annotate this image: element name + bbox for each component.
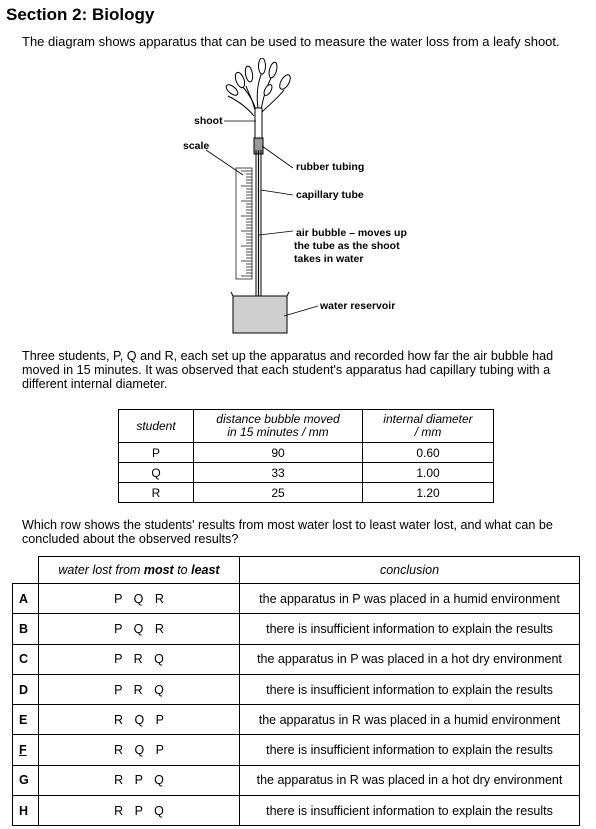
option-letter: A bbox=[12, 582, 39, 615]
label-water-reservoir: water reservoir bbox=[319, 300, 395, 312]
option-order: P R Q bbox=[38, 673, 240, 706]
header-diameter: internal diameter/ mm bbox=[362, 409, 494, 443]
header-conclusion: conclusion bbox=[239, 556, 580, 584]
label-rubber-tubing: rubber tubing bbox=[296, 161, 364, 173]
option-order: R P Q bbox=[38, 764, 240, 797]
header-water-lost: water lost from most to least bbox=[38, 556, 240, 584]
results-row: R 25 1.20 bbox=[118, 482, 494, 503]
header-most: most bbox=[143, 563, 174, 577]
header-distance-line-2: in 15 minutes / mm bbox=[227, 425, 329, 439]
scale-ruler bbox=[235, 167, 253, 280]
option-letter: F bbox=[12, 734, 39, 766]
option-conclusion: the apparatus in P was placed in a hot d… bbox=[239, 643, 580, 675]
option-conclusion: the apparatus in R was placed in a humid… bbox=[239, 704, 580, 736]
apparatus-diagram: shoot scale rubber tubing capillary tube… bbox=[183, 58, 407, 334]
results-row: P 90 0.60 bbox=[118, 442, 494, 463]
option-conclusion: there is insufficient information to exp… bbox=[239, 673, 580, 706]
label-lines bbox=[205, 120, 319, 317]
option-order: P Q R bbox=[38, 613, 240, 645]
header-diameter-line-2: / mm bbox=[414, 425, 442, 439]
option-order: P R Q bbox=[38, 643, 240, 675]
diameter-cell: 1.00 bbox=[362, 462, 494, 483]
distance-cell: 33 bbox=[193, 462, 363, 483]
option-order: R Q P bbox=[38, 734, 240, 766]
option-letter: D bbox=[12, 673, 39, 706]
student-cell: P bbox=[118, 442, 194, 463]
option-letter: H bbox=[12, 795, 39, 827]
option-order: P Q R bbox=[38, 582, 240, 615]
answer-options-table: water lost from most to least conclusion… bbox=[12, 556, 580, 827]
student-cell: R bbox=[118, 482, 194, 503]
distance-cell: 90 bbox=[193, 442, 363, 463]
leafy-shoot bbox=[225, 58, 291, 147]
header-distance-line-1: distance bubble moved bbox=[216, 412, 340, 426]
student-cell: Q bbox=[118, 462, 194, 483]
header-least: least bbox=[191, 563, 220, 577]
question-text: Which row shows the students' results fr… bbox=[22, 518, 553, 546]
diameter-cell: 1.20 bbox=[362, 482, 494, 503]
section-heading: Section 2: Biology bbox=[6, 5, 155, 24]
label-air-bubble-line-2: the tube as the shoot bbox=[294, 240, 400, 252]
option-conclusion: there is insufficient information to exp… bbox=[239, 734, 580, 766]
label-air-bubble-line-3: takes in water bbox=[294, 253, 363, 265]
header-water-lost-pre: water lost from bbox=[58, 563, 144, 577]
answer-option-row[interactable]: H R P Q there is insufficient informatio… bbox=[12, 795, 580, 827]
answer-option-row[interactable]: G R P Q the apparatus in R was placed in… bbox=[12, 764, 580, 797]
option-conclusion: the apparatus in R was placed in a hot d… bbox=[239, 764, 580, 797]
results-row: Q 33 1.00 bbox=[118, 462, 494, 483]
answer-option-row[interactable]: C P R Q the apparatus in P was placed in… bbox=[12, 643, 580, 675]
header-spacer bbox=[13, 557, 39, 584]
option-conclusion: there is insufficient information to exp… bbox=[239, 613, 580, 645]
option-letter: C bbox=[12, 643, 39, 675]
option-letter: E bbox=[12, 704, 39, 736]
option-conclusion: the apparatus in P was placed in a humid… bbox=[239, 582, 580, 615]
experiment-description: Three students, P, Q and R, each set up … bbox=[22, 349, 554, 391]
option-order: R Q P bbox=[38, 704, 240, 736]
label-scale: scale bbox=[183, 140, 209, 152]
label-shoot: shoot bbox=[194, 115, 223, 127]
answer-option-row[interactable]: F R Q P there is insufficient informatio… bbox=[12, 734, 580, 766]
label-air-bubble-line-1: air bubble – moves up bbox=[296, 227, 407, 239]
answer-option-row[interactable]: A P Q R the apparatus in P was placed in… bbox=[12, 582, 580, 615]
option-conclusion: there is insufficient information to exp… bbox=[239, 795, 580, 827]
intro-text: The diagram shows apparatus that can be … bbox=[22, 34, 560, 49]
diameter-cell: 0.60 bbox=[362, 442, 494, 463]
answer-option-row[interactable]: B P Q R there is insufficient informatio… bbox=[12, 613, 580, 645]
answer-option-row[interactable]: D P R Q there is insufficient informatio… bbox=[12, 673, 580, 706]
header-water-lost-mid: to bbox=[173, 563, 192, 577]
option-order: R P Q bbox=[38, 795, 240, 827]
option-letter: B bbox=[12, 613, 39, 645]
water-reservoir bbox=[230, 291, 290, 334]
answer-option-row[interactable]: E R Q P the apparatus in R was placed in… bbox=[12, 704, 580, 736]
answer-header-row: water lost from most to least conclusion bbox=[13, 556, 580, 584]
option-letter: G bbox=[12, 764, 39, 797]
header-diameter-line-1: internal diameter bbox=[383, 412, 473, 426]
label-capillary-tube: capillary tube bbox=[296, 189, 364, 201]
distance-cell: 25 bbox=[193, 482, 363, 503]
header-student: student bbox=[118, 409, 194, 443]
capillary-tube bbox=[255, 150, 262, 305]
